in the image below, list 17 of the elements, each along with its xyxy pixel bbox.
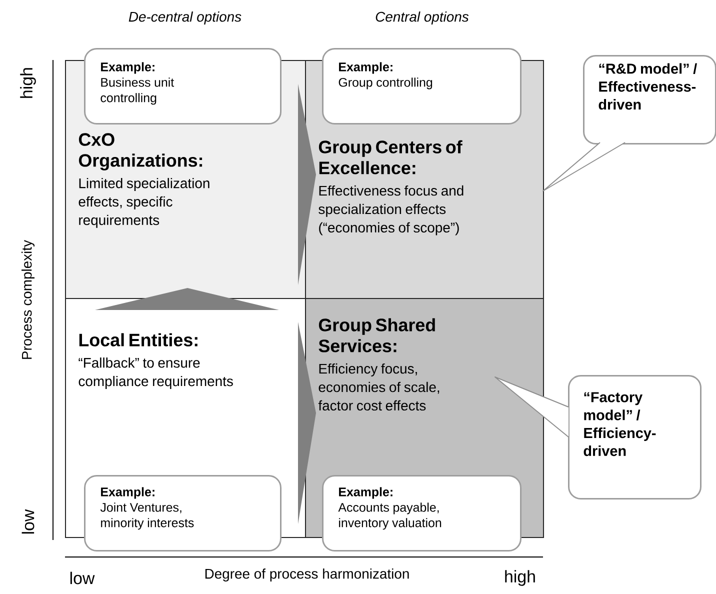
axis-title: Degree of process harmonization (205, 568, 409, 582)
axis-label: high (20, 68, 36, 98)
chevron-arrow (95, 288, 279, 310)
axis-label: low (22, 509, 34, 534)
axis-title: Process complexity (22, 240, 34, 359)
speech-bubble: “R&D model” / Effectiveness-driven (542, 55, 716, 192)
column-header: De-central options (128, 12, 242, 24)
example-box: Example: Group controlling (322, 48, 522, 124)
example-box: Example: Joint Ventures, minority interests (84, 475, 282, 552)
example-box: Example: Business unit controlling (84, 48, 282, 124)
axis-label: high (505, 570, 535, 586)
example-box: Example: Accounts payable, inventory valuation (322, 475, 522, 552)
axis-label: low (70, 572, 95, 584)
chevron-arrow (298, 322, 316, 524)
speech-bubble: “Factory model” / Efficiency-driven (494, 375, 702, 500)
column-header: Central options (376, 12, 469, 24)
chevron-arrow (298, 84, 316, 285)
